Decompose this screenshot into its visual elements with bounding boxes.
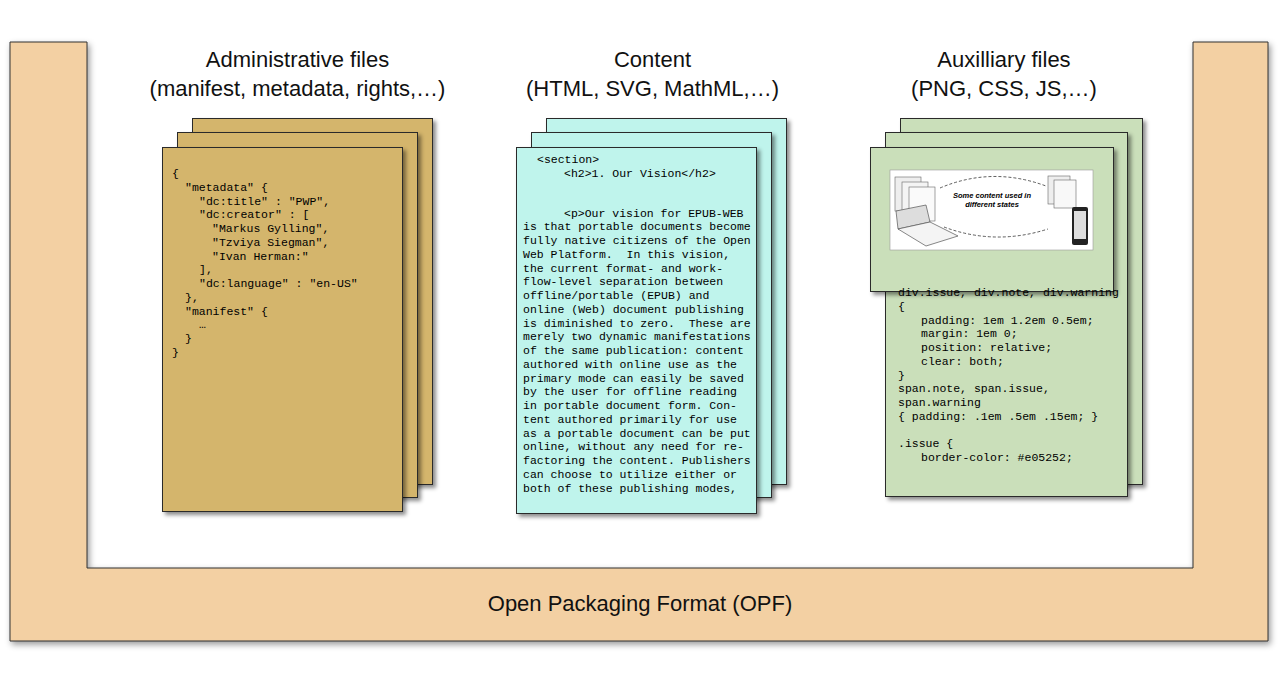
file-page bbox=[870, 147, 1114, 292]
stack-heading: Administrative files bbox=[206, 47, 389, 73]
file-stack: Administrative files (manifest, metadata,… bbox=[120, 44, 475, 519]
file-stack: Auxilliary files (PNG, CSS, JS,…) div.issu… bbox=[830, 44, 1178, 504]
code-line: } bbox=[172, 332, 358, 346]
stack-subheading: (HTML, SVG, MathML,…) bbox=[526, 76, 779, 102]
code-line: "dc:creator" : [ bbox=[172, 208, 358, 222]
band-shape bbox=[10, 42, 1268, 641]
code-block: div.issue, div.note, div.warning{padding… bbox=[898, 286, 1119, 465]
code-line: { bbox=[172, 167, 358, 181]
code-line: "metadata" { bbox=[172, 181, 358, 195]
code-line: ], bbox=[172, 263, 358, 277]
code-block: <section><h2>1. Our Vision</h2> <p>Our vi… bbox=[523, 153, 754, 495]
code-line: padding: 1em 1.2em 0.5em; bbox=[898, 314, 1119, 328]
file-stack: Content (HTML, SVG, MathML,…) <section><h2… bbox=[475, 44, 830, 519]
code-line: { padding: .1em .5em .15em; } bbox=[898, 410, 1119, 424]
code-line: "manifest" { bbox=[172, 305, 358, 319]
code-line: div.issue, div.note, div.warning bbox=[898, 286, 1119, 300]
picture-caption: Some content used in different states bbox=[942, 191, 1042, 209]
code-line: border-color: #e05252; bbox=[898, 451, 1119, 465]
code-line: .issue { bbox=[898, 437, 1119, 451]
code-line: … bbox=[172, 318, 358, 332]
stack-subheading: (PNG, CSS, JS,…) bbox=[911, 76, 1097, 102]
code-line: <section> bbox=[523, 153, 754, 167]
code-line: margin: 1em 0; bbox=[898, 327, 1119, 341]
band-label: Open Packaging Format (OPF) bbox=[87, 591, 1193, 617]
code-line: "dc:language" : "en-US" bbox=[172, 277, 358, 291]
code-line: span.warning bbox=[898, 396, 1119, 410]
paragraph-text: <p>Our vision for EPUB-WEB is that porta… bbox=[523, 207, 754, 496]
code-line: { bbox=[898, 300, 1119, 314]
code-line: "Markus Gylling", bbox=[172, 222, 358, 236]
packaging-band: Open Packaging Format (OPF) Administrativ… bbox=[10, 42, 1268, 641]
code-line: clear: both; bbox=[898, 355, 1119, 369]
code-line: }, bbox=[172, 291, 358, 305]
stack-subheading: (manifest, metadata, rights,…) bbox=[150, 76, 446, 102]
code-line: } bbox=[898, 369, 1119, 383]
code-line: "Ivan Herman:" bbox=[172, 250, 358, 264]
stack-heading: Auxilliary files bbox=[937, 47, 1070, 73]
code-line: position: relative; bbox=[898, 341, 1119, 355]
code-line: } bbox=[172, 346, 358, 360]
stack-heading: Content bbox=[614, 47, 691, 73]
code-line: "dc:title" : "PWP", bbox=[172, 195, 358, 209]
code-line: "Tzviya Siegman", bbox=[172, 236, 358, 250]
code-line: span.note, span.issue, bbox=[898, 382, 1119, 396]
code-line: <h2>1. Our Vision</h2> bbox=[523, 167, 754, 181]
code-block: {"metadata" {"dc:title" : "PWP","dc:crea… bbox=[172, 167, 358, 360]
